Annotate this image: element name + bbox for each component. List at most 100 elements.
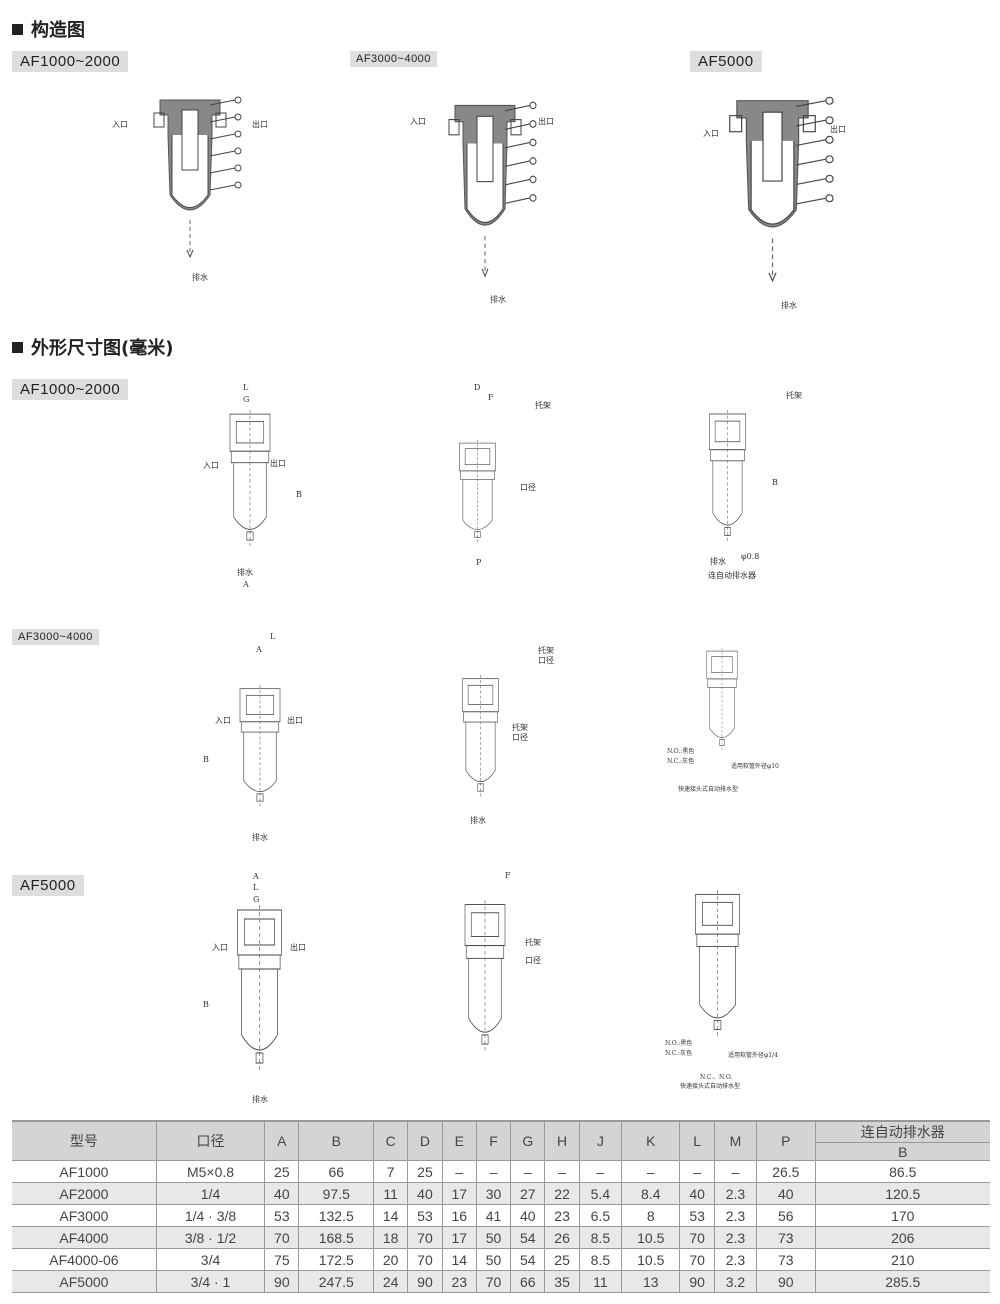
callout-circle: [234, 147, 242, 155]
callout-leader: [209, 133, 236, 140]
quick-drain-label: 快速接头式自动排水型: [678, 786, 739, 793]
tube-label: 适用软管外径φ10: [731, 763, 779, 770]
column-header: K: [621, 1121, 681, 1161]
dimension-auto-drain-view: [706, 648, 738, 750]
table-cell: 13: [621, 1270, 681, 1293]
table-cell: AF5000: [12, 1270, 157, 1293]
nc-label: N.C.:灰色: [665, 1050, 693, 1057]
callout-leader: [209, 116, 236, 123]
drain-label: 排水: [192, 273, 208, 282]
table-cell: 170: [815, 1204, 990, 1227]
table-cell: –: [714, 1160, 758, 1183]
auto-drain-sub-header: B: [815, 1142, 990, 1161]
inlet-port: [729, 115, 743, 133]
drain-valve: [474, 531, 481, 538]
bowl-interior: [466, 143, 504, 223]
filter-bowl: [712, 460, 743, 526]
column-header: G: [510, 1121, 546, 1161]
table-cell: 8.4: [621, 1182, 681, 1205]
bowl-interior: [171, 135, 209, 208]
table-cell: 40: [756, 1182, 816, 1205]
outlet-label: 出口: [270, 459, 286, 468]
filter-bowl: [699, 946, 736, 1019]
callout-circle: [234, 130, 242, 138]
column-header: M: [714, 1121, 758, 1161]
drain-valve: [481, 1034, 489, 1045]
table-cell: 11: [373, 1182, 409, 1205]
table-cell: 26.5: [756, 1160, 816, 1183]
table-cell: 25: [544, 1248, 580, 1271]
table-cell: 14: [373, 1204, 409, 1227]
auto-drain-label: 连自动排水器: [708, 571, 756, 580]
table-cell: AF2000: [12, 1182, 157, 1205]
table-cell: 70: [264, 1226, 300, 1249]
dim-label: L: [270, 632, 276, 641]
dimension-side-view: [464, 900, 506, 1051]
filter-bowl: [468, 958, 502, 1033]
table-cell: 5.4: [579, 1182, 623, 1205]
table-cell: AF4000: [12, 1226, 157, 1249]
inlet-label: 入口: [703, 129, 719, 138]
callout-circle: [825, 96, 834, 105]
dimension-side-view: [462, 675, 499, 797]
callout-circle: [234, 96, 242, 104]
table-cell: 56: [756, 1204, 816, 1227]
section-title: 外形尺寸图(毫米): [31, 338, 174, 359]
bracket-label: 托架: [538, 646, 554, 655]
column-header: C: [373, 1121, 409, 1161]
drain-label: 排水: [781, 301, 797, 310]
table-cell: 16: [442, 1204, 477, 1227]
table-cell: 1/4 · 3/8: [156, 1204, 266, 1227]
port-label: 口径: [520, 483, 536, 492]
callout-leader: [504, 160, 531, 167]
inlet-port: [153, 112, 165, 128]
bullet-icon: [12, 341, 23, 353]
table-cell: 206: [815, 1226, 990, 1249]
table-cell: AF3000: [12, 1204, 157, 1227]
callout-circle: [234, 181, 242, 189]
table-cell: 120.5: [815, 1182, 990, 1205]
drain-valve: [256, 793, 264, 802]
bullet-icon: [12, 23, 23, 35]
table-cell: 90: [264, 1270, 300, 1293]
table-cell: 247.5: [298, 1270, 375, 1293]
table-cell: –: [442, 1160, 477, 1183]
table-cell: 90: [756, 1270, 816, 1293]
model-tag: AF3000~4000: [350, 51, 437, 67]
callout-circle: [825, 194, 834, 203]
dim-label: B: [296, 490, 302, 499]
filter-element: [762, 111, 783, 182]
dim-label: P: [476, 558, 482, 567]
callout-leader: [796, 197, 827, 205]
table-cell: 40: [679, 1182, 715, 1205]
quick-drain-label: 快速接头式自动排水型: [680, 1083, 741, 1090]
auto-drain-header: 连自动排水器: [815, 1121, 990, 1143]
table-cell: 2.3: [714, 1204, 758, 1227]
table-cell: 10.5: [621, 1248, 681, 1271]
table-cell: 8: [621, 1204, 681, 1227]
callout-circle: [825, 135, 834, 144]
callout-circle: [825, 116, 834, 125]
model-tag: AF3000~4000: [12, 629, 99, 645]
outlet-label: 出口: [830, 125, 846, 134]
outlet-port: [510, 119, 522, 136]
model-tag: AF5000: [12, 875, 84, 896]
column-header: L: [679, 1121, 715, 1161]
callout-leader: [796, 158, 827, 166]
callout-leader: [209, 184, 236, 191]
no-label: N.O.:黑色: [665, 1040, 693, 1047]
table-cell: 53: [264, 1204, 300, 1227]
table-cell: 73: [756, 1248, 816, 1271]
model-tag: AF1000~2000: [12, 379, 129, 400]
dim-label: A: [243, 580, 249, 589]
table-cell: 1/4: [156, 1182, 266, 1205]
callout-leader: [504, 178, 531, 186]
drain-arrow-icon: [481, 268, 489, 278]
dim-label: L: [253, 883, 259, 892]
column-header: 口径: [156, 1121, 266, 1161]
